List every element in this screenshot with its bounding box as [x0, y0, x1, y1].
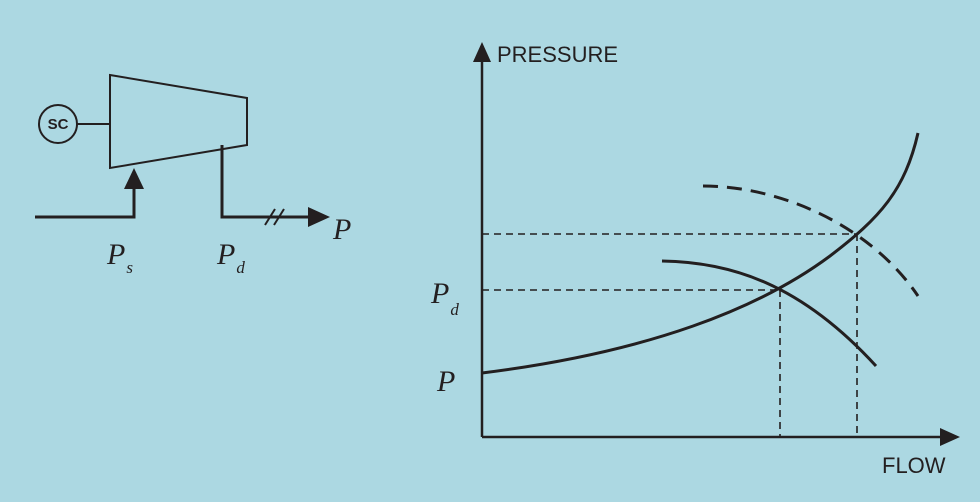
y-axis-arrow-icon [473, 42, 491, 62]
svg-text:SC: SC [48, 116, 69, 133]
suction-pressure-label: Ps [106, 238, 133, 277]
suction-line [35, 183, 136, 219]
y-mark-base-pressure: P [436, 365, 455, 398]
outlet-pressure-label: P [332, 213, 351, 246]
discharge-line [220, 145, 318, 219]
speed-controller-icon: SC [38, 104, 78, 144]
y-axis-label: PRESSURE [497, 42, 618, 67]
y-mark-discharge-pressure: Pd [430, 277, 459, 319]
x-axis-label: FLOW [882, 453, 946, 478]
compressor-schematic: SC Ps Pd P [35, 73, 351, 277]
compressor-body-icon [109, 73, 248, 170]
system-curve [481, 132, 920, 375]
discharge-arrow-icon [308, 207, 330, 227]
pressure-flow-graph: PRESSURE FLOW Pd P [430, 42, 960, 478]
x-axis-arrow-icon [940, 428, 960, 446]
line-break-icon [264, 208, 285, 226]
compressor-curve [661, 259, 878, 368]
suction-arrow-icon [124, 168, 144, 189]
compressor-curve-high-speed [702, 184, 920, 297]
guide-lines [482, 233, 858, 437]
discharge-pressure-label: Pd [216, 238, 245, 277]
